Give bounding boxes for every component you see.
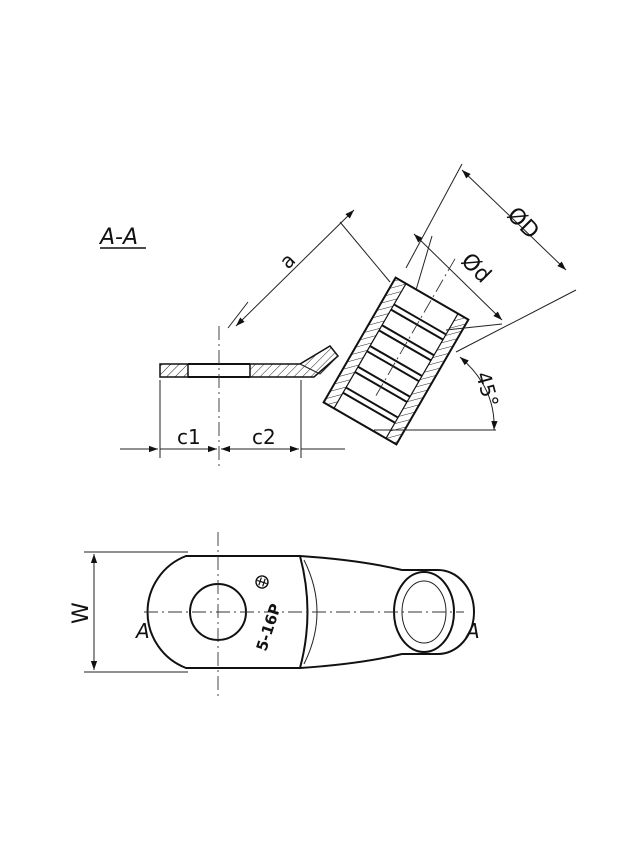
dim-outer-diameter: ØD (405, 163, 577, 353)
tongue-section (159, 345, 340, 378)
c2-label: c2 (252, 425, 276, 449)
ring-tongue-outline (146, 555, 309, 669)
section-title: A-A (98, 225, 138, 250)
neck-top-edge (299, 555, 403, 571)
c1-label: c1 (177, 425, 201, 449)
dim-width: W (69, 551, 188, 673)
tongue-right-wall (249, 345, 340, 378)
barrel-outer (402, 569, 475, 655)
angle-label: 45° (471, 369, 503, 409)
dim-a: a (227, 209, 391, 329)
neck-fillet (299, 355, 339, 375)
barrel-section (322, 258, 470, 446)
dim-c1-c2: c1 c2 (120, 380, 345, 458)
stamped-marking: 5-16P (253, 602, 285, 654)
section-mark-left: A (134, 619, 150, 643)
inner-diameter-label: Ød (456, 249, 496, 289)
width-label: W (69, 602, 94, 624)
neck-bottom-edge (299, 653, 403, 669)
barrel-wall-right (385, 312, 470, 446)
a-label: a (275, 248, 301, 274)
barrel-wall-left (322, 276, 407, 410)
section-view: A-A (98, 163, 577, 466)
section-mark-right: A (464, 619, 480, 643)
logo-mark (255, 575, 269, 589)
plan-view: W A A 5-16P (69, 532, 480, 696)
outer-diameter-label: ØD (502, 203, 544, 245)
tongue-left-wall (159, 363, 189, 378)
